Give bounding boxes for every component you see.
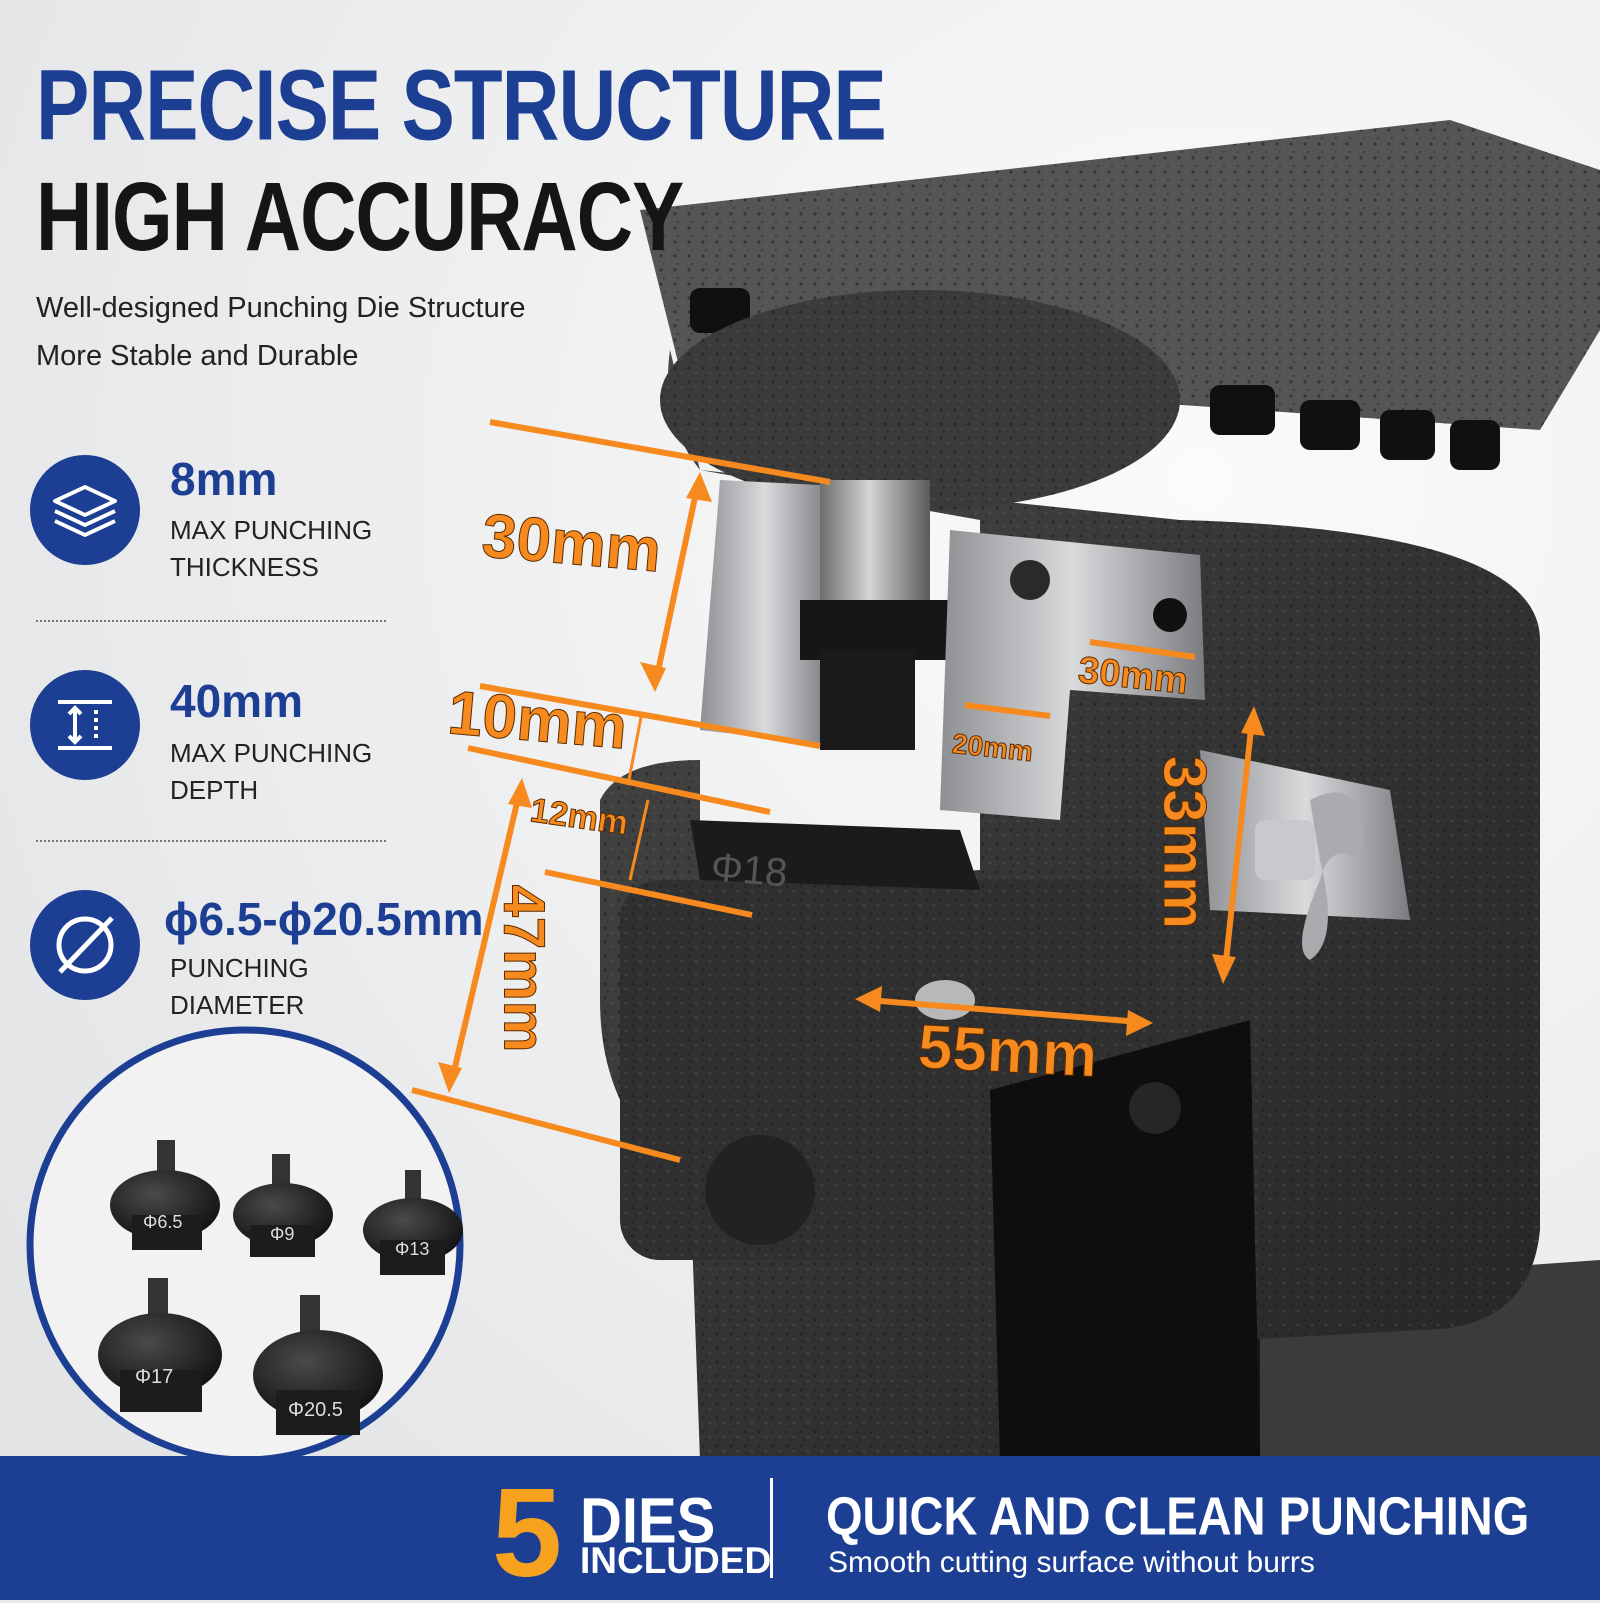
spec-thickness-label: MAX PUNCHING THICKNESS bbox=[170, 512, 372, 586]
subtitle-line-2: More Stable and Durable bbox=[36, 340, 359, 372]
spec-thickness-value: 8mm bbox=[170, 453, 278, 505]
dies-included: INCLUDED bbox=[580, 1540, 772, 1581]
bottom-banner bbox=[0, 1456, 1600, 1600]
spec-diameter-label: PUNCHING DIAMETER bbox=[170, 950, 309, 1024]
headline-precise-structure: PRECISE STRUCTURE bbox=[36, 49, 887, 161]
divider bbox=[36, 840, 386, 842]
subtitle-line-1: Well-designed Punching Die Structure bbox=[36, 292, 526, 324]
spec-diameter-value: ϕ6.5-ϕ20.5mm bbox=[164, 893, 484, 945]
spec-label-line: THICKNESS bbox=[170, 552, 319, 582]
die-label: Φ20.5 bbox=[288, 1399, 343, 1421]
spec-label-line: PUNCHING bbox=[170, 953, 309, 983]
diameter-icon bbox=[30, 890, 140, 1000]
spec-label-line: DIAMETER bbox=[170, 990, 305, 1020]
dies-count: 5 bbox=[492, 1462, 563, 1603]
depth-icon bbox=[30, 670, 140, 780]
banner-subtitle: Smooth cutting surface without burrs bbox=[828, 1546, 1315, 1579]
spec-depth-label: MAX PUNCHING DEPTH bbox=[170, 735, 372, 809]
spec-label-line: MAX PUNCHING bbox=[170, 515, 373, 545]
die-label: Φ17 bbox=[135, 1366, 173, 1388]
headline-high-accuracy: HIGH ACCURACY bbox=[36, 161, 684, 272]
dies-word: DIES bbox=[580, 1485, 716, 1557]
dimension-33mm-label: 33mm bbox=[1151, 755, 1219, 930]
die-set: Φ6.5 Φ9 Φ13 Φ17 Φ20.5 bbox=[98, 1140, 463, 1435]
divider bbox=[36, 620, 386, 622]
die-marking: Φ18 bbox=[709, 845, 789, 895]
dimension-47mm-label: 47mm bbox=[491, 884, 557, 1053]
spec-depth-value: 40mm bbox=[170, 675, 303, 727]
die-label: Φ13 bbox=[395, 1239, 429, 1259]
dimension-55mm-label: 55mm bbox=[916, 1012, 1100, 1091]
die-label: Φ6.5 bbox=[143, 1212, 182, 1232]
layers-icon bbox=[30, 455, 140, 565]
banner-title: QUICK AND CLEAN PUNCHING bbox=[826, 1485, 1530, 1547]
spec-label-line: MAX PUNCHING bbox=[170, 738, 373, 768]
banner-divider bbox=[770, 1478, 773, 1578]
spec-label-line: DEPTH bbox=[170, 775, 259, 805]
die-label: Φ9 bbox=[270, 1224, 294, 1244]
